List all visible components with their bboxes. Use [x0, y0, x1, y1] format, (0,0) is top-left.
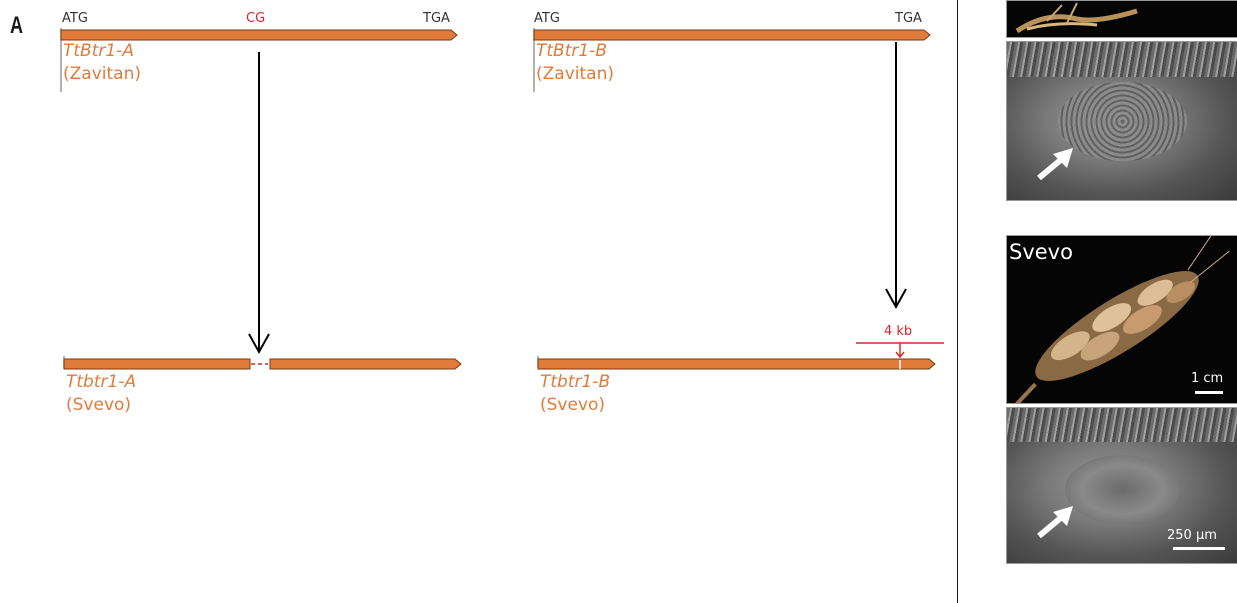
svevo-label: Svevo: [1009, 240, 1073, 264]
gene-b-start-codon: ATG: [534, 11, 560, 26]
zavitan-sem-image: [1006, 41, 1237, 201]
gene-a-zavitan-name: TtBtr1-A: [63, 41, 134, 61]
panel-divider: [957, 0, 958, 603]
gene-a-svevo-strain: (Svevo): [66, 395, 132, 415]
gene-b-zavitan-name: TtBtr1-B: [536, 41, 607, 61]
gene-a-zavitan-strain: (Zavitan): [63, 64, 141, 84]
sem-scale-label: 250 µm: [1167, 528, 1217, 543]
gene-b-stop-codon: TGA: [895, 11, 922, 26]
white-arrow-icon: [1037, 148, 1073, 181]
panel-label: A: [10, 12, 24, 39]
gene-a-svevo-bar: [63, 356, 462, 370]
gene-a-mutation-site: CG: [246, 11, 266, 26]
zavitan-spike-photo: [1006, 0, 1237, 38]
insertion-size-label: 4 kb: [884, 324, 913, 339]
gene-b-zavitan-strain: (Zavitan): [536, 64, 614, 84]
insertion-pointer-icon: [895, 351, 905, 359]
gene-a-stop-codon: TGA: [423, 11, 450, 26]
gene-a-svevo-name: Ttbtr1-A: [66, 372, 137, 392]
gene-a-start-codon: ATG: [62, 11, 88, 26]
gene-b-zavitan-bar: [533, 28, 931, 92]
arrow-down-icon: [885, 42, 907, 310]
sem-scale-bar: [1173, 547, 1225, 550]
gene-a-zavitan-bar: [60, 28, 458, 92]
gene-b-svevo-name: Ttbtr1-B: [540, 372, 611, 392]
gene-b-svevo-bar: [537, 342, 944, 370]
arrow-down-icon: [248, 52, 270, 355]
spike-scale-bar: [1195, 391, 1223, 394]
svevo-sem-image: 250 µm: [1006, 407, 1237, 564]
gene-diagram: [60, 28, 944, 370]
spike-scale-label: 1 cm: [1191, 371, 1224, 386]
gene-b-svevo-strain: (Svevo): [540, 395, 606, 415]
svevo-spike-photo: Svevo 1 cm: [1006, 235, 1237, 404]
white-arrow-icon: [1037, 506, 1073, 539]
